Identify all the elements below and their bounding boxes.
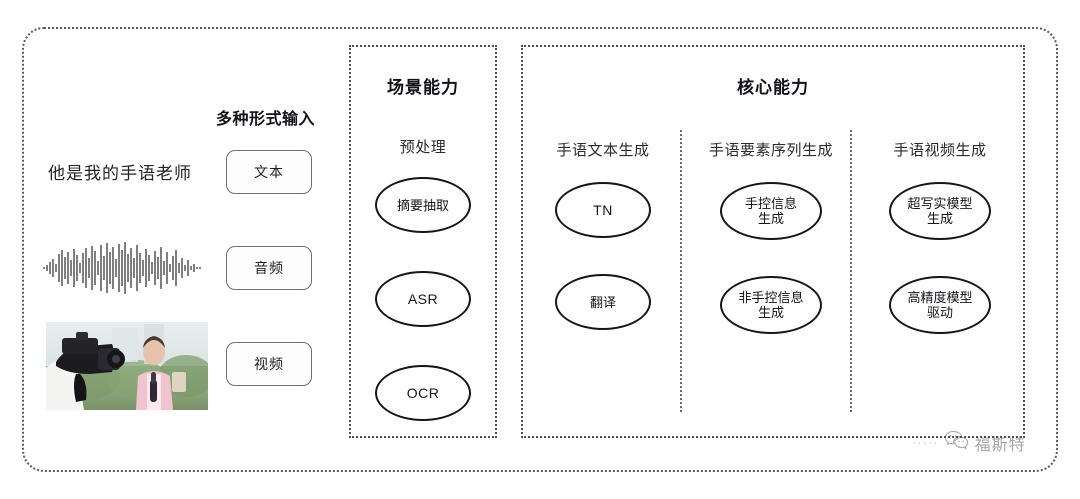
- core-column-sign-text-generation: 手语文本生成 TN 翻译: [523, 142, 683, 366]
- node-label: 非手控信息 生成: [738, 290, 804, 320]
- modality-pill-video[interactable]: 视频: [226, 342, 312, 386]
- node-ocr[interactable]: OCR: [375, 365, 471, 421]
- node-high-precision-model-driving[interactable]: 高精度模型 驱动: [889, 276, 991, 334]
- sample-text: 他是我的手语老师: [48, 164, 192, 183]
- node-label: ASR: [407, 290, 439, 307]
- core-column-divider-2: [850, 130, 852, 412]
- video-thumbnail: [46, 322, 208, 410]
- node-tn[interactable]: TN: [555, 182, 651, 238]
- watermark-dots: ·····: [912, 435, 939, 450]
- scene-column-title: 预处理: [399, 139, 447, 156]
- node-photorealistic-model-generation[interactable]: 超写实模型 生成: [889, 182, 991, 240]
- node-summary-extraction[interactable]: 摘要抽取: [375, 177, 471, 233]
- core-column-sign-element-sequence-generation: 手语要素序列生成 手控信息 生成 非手控信息 生成: [691, 142, 851, 370]
- node-label: 高精度模型 驱动: [907, 290, 973, 320]
- node-label: 摘要抽取: [396, 197, 449, 213]
- node-label: 超写实模型 生成: [907, 196, 973, 226]
- scene-column-preprocess: 预处理 摘要抽取 ASR OCR: [351, 139, 495, 459]
- scene-panel-title: 场景能力: [387, 78, 459, 97]
- node-label: TN: [593, 201, 613, 218]
- node-manual-signal-generation[interactable]: 手控信息 生成: [720, 182, 822, 240]
- modality-pill-audio[interactable]: 音频: [226, 246, 312, 290]
- wechat-icon: [944, 430, 970, 455]
- modality-pill-text[interactable]: 文本: [226, 150, 312, 194]
- core-column-sign-video-generation: 手语视频生成 超写实模型 生成 高精度模型 驱动: [860, 142, 1020, 370]
- core-column-title: 手语视频生成: [893, 142, 987, 159]
- scene-capability-panel: 场景能力 预处理 摘要抽取 ASR OCR: [349, 45, 497, 438]
- watermark: ····· 福斯特: [912, 430, 1026, 455]
- core-column-divider-1: [680, 130, 682, 412]
- core-panel-title: 核心能力: [737, 78, 809, 97]
- outer-frame: [22, 27, 1058, 472]
- node-label: OCR: [406, 384, 440, 401]
- node-asr[interactable]: ASR: [375, 271, 471, 327]
- node-non-manual-signal-generation[interactable]: 非手控信息 生成: [720, 276, 822, 334]
- node-translation[interactable]: 翻译: [555, 274, 651, 330]
- node-label: 翻译: [589, 294, 616, 310]
- node-label: 手控信息 生成: [744, 196, 797, 226]
- core-column-title: 手语文本生成: [556, 142, 650, 159]
- core-capability-panel: 核心能力 手语文本生成 TN 翻译 手语要素序列生成 手控信息 生成 非手控信息…: [521, 45, 1025, 438]
- watermark-brand: 福斯特: [974, 436, 1026, 454]
- core-column-title: 手语要素序列生成: [708, 142, 833, 159]
- input-section-caption: 多种形式输入: [216, 111, 316, 128]
- audio-waveform-icon: [42, 240, 204, 296]
